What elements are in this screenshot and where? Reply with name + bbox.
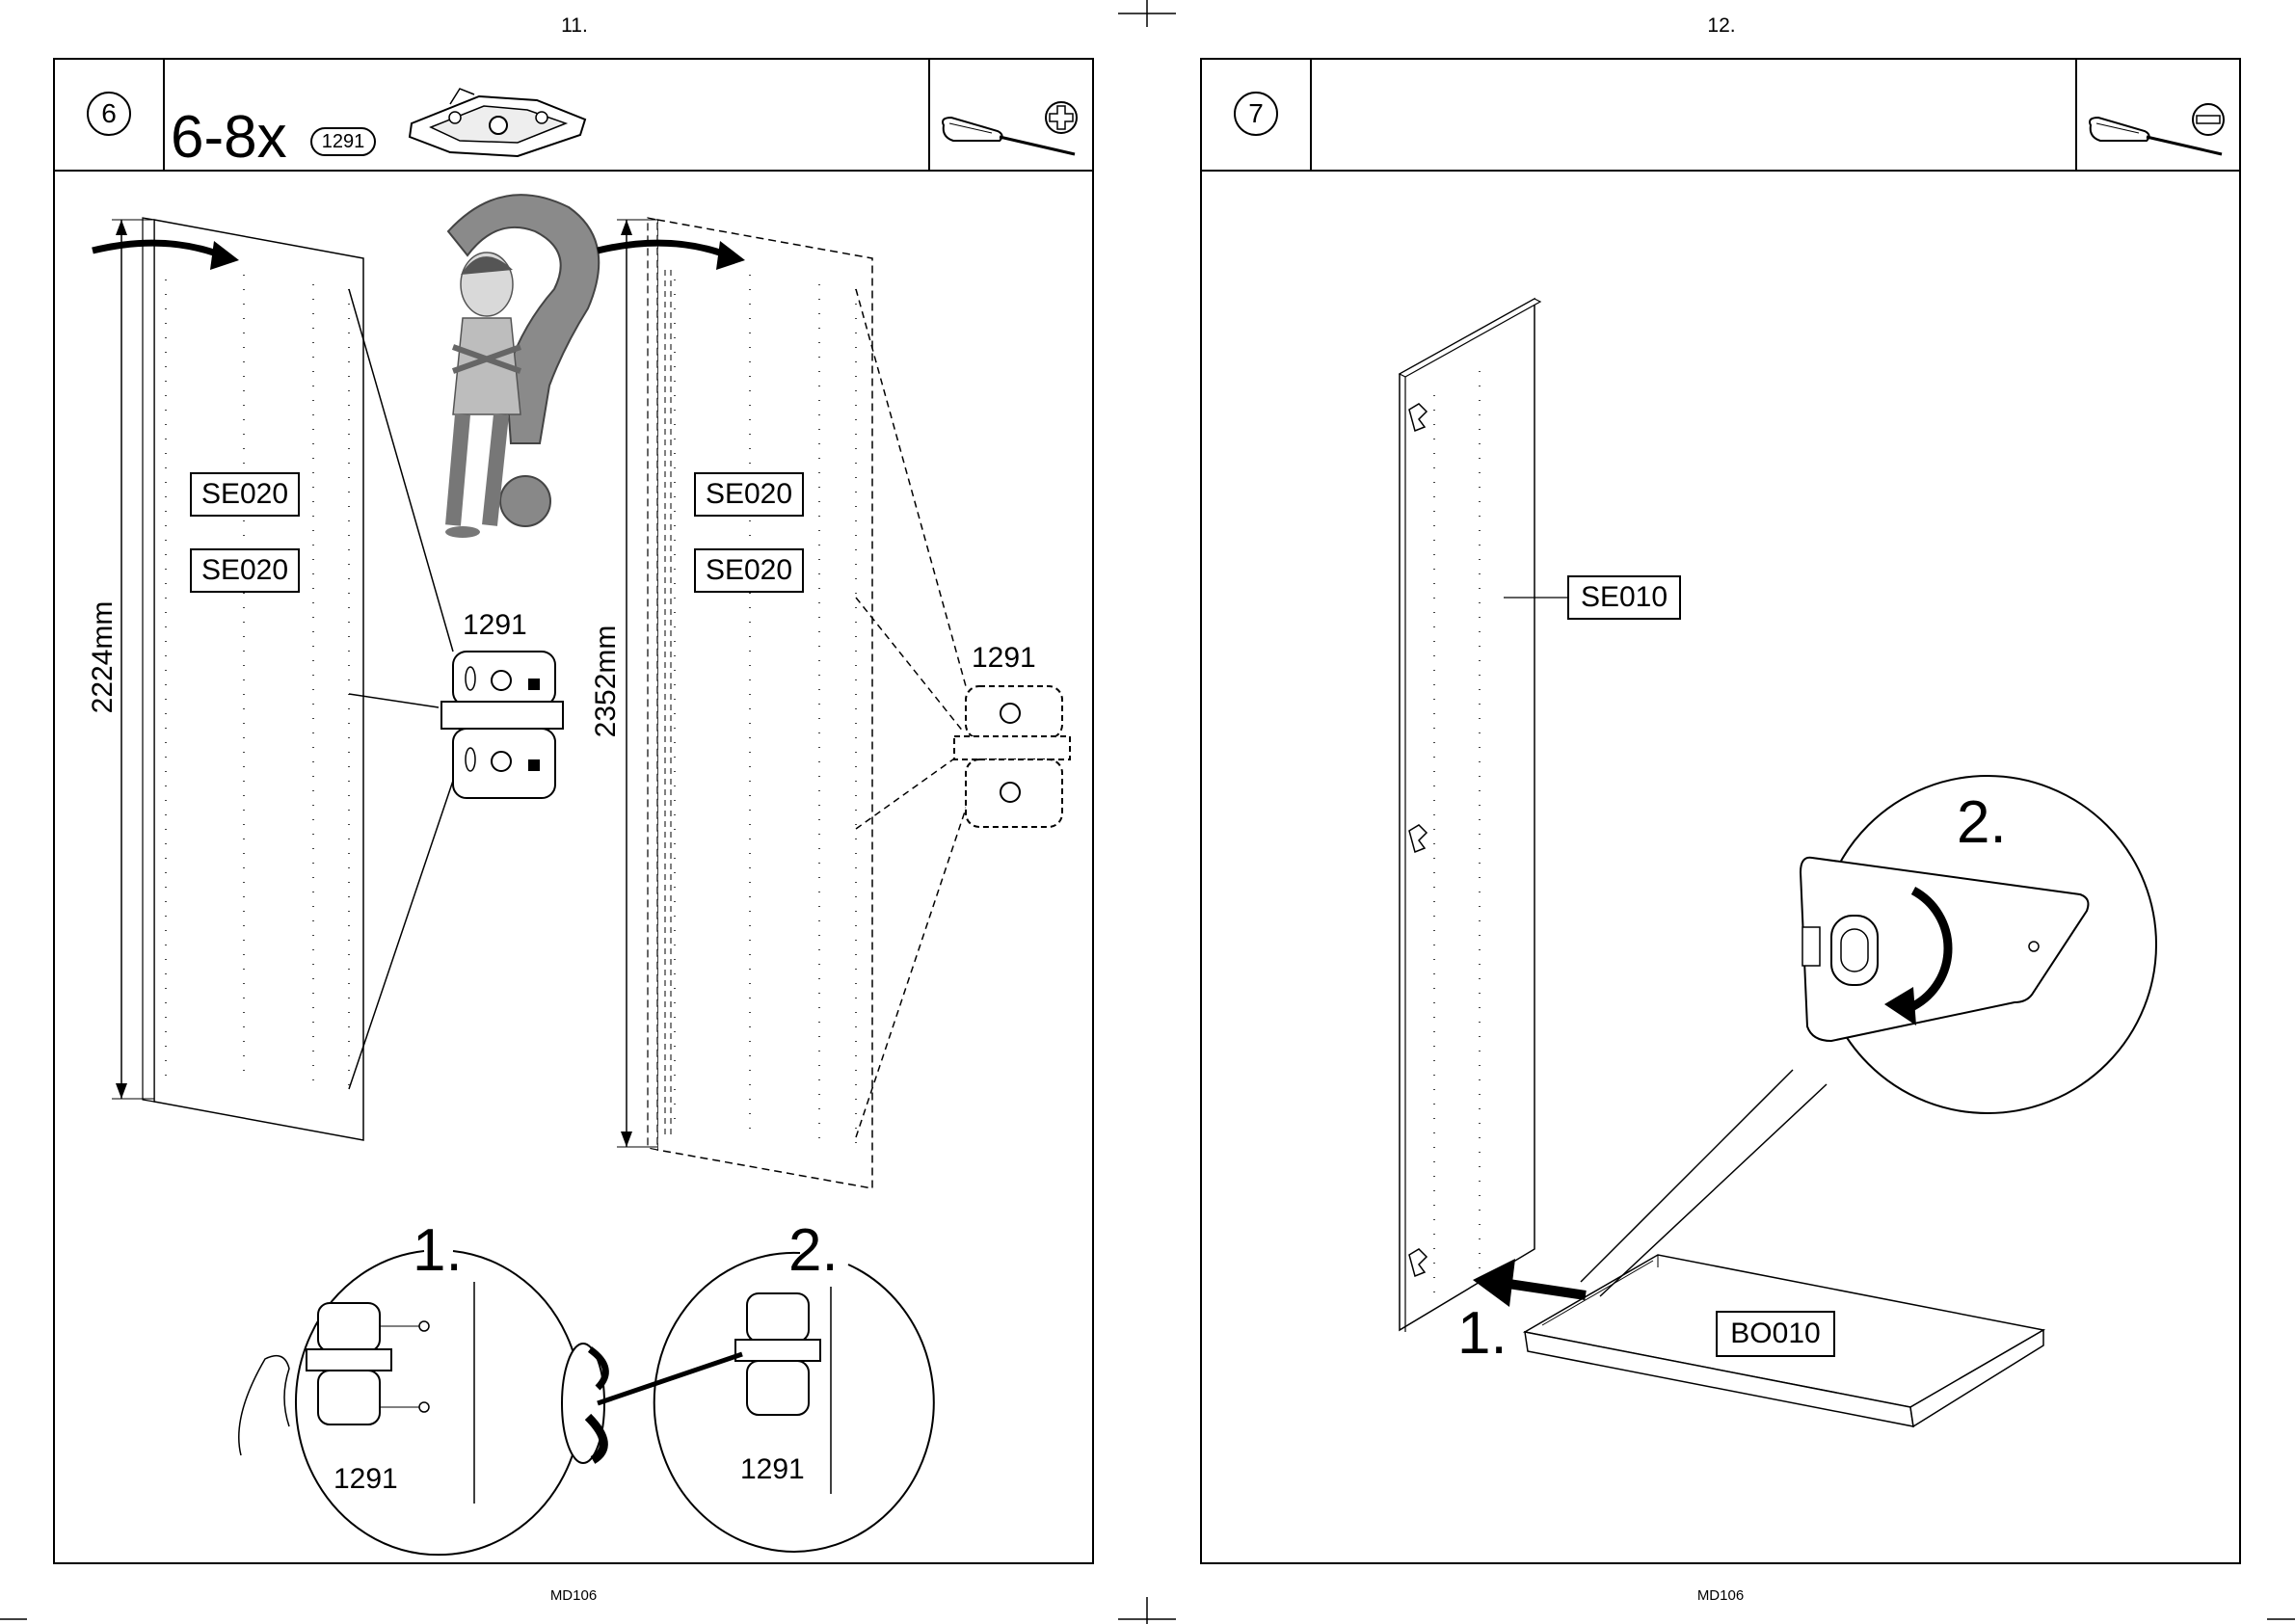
- panel-label-bo010: BO010: [1716, 1311, 1835, 1357]
- panel-se010: [1400, 299, 1569, 1332]
- zoom-circle: [1581, 776, 2156, 1296]
- panel-label-se010: SE010: [1567, 575, 1681, 620]
- zoom-step-2: 2.: [1957, 788, 2007, 857]
- arrow-step-1: 1.: [1457, 1299, 1508, 1368]
